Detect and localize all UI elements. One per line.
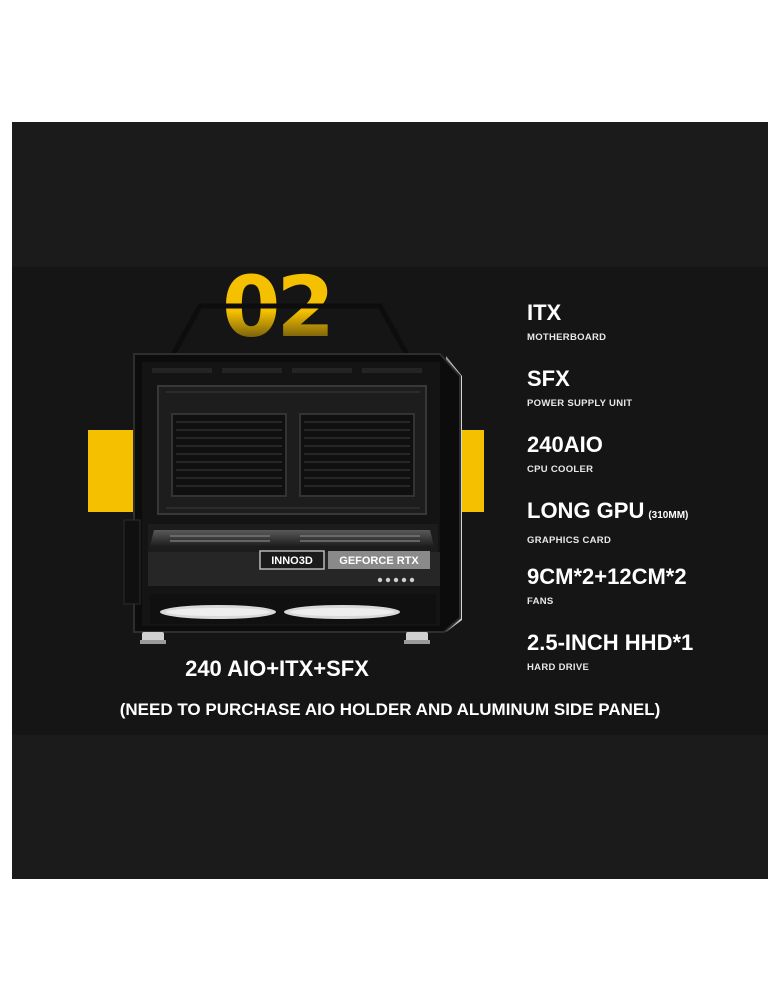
pc-case-image: INNO3D GEFORCE RTX	[123, 303, 462, 644]
spec-subtitle: POWER SUPPLY UNIT	[527, 398, 633, 409]
spec-subtitle: HARD DRIVE	[527, 662, 590, 673]
spec-note: (310MM)	[648, 510, 689, 521]
spec-title: 2.5-INCH HHD*1	[527, 630, 694, 655]
spec-title: LONG GPU	[527, 498, 645, 523]
spec-title: 9CM*2+12CM*2	[527, 564, 687, 589]
spec-title-row: LONG GPU(310MM)	[527, 498, 762, 529]
spec-subtitle: FANS	[527, 596, 554, 607]
spec-title: SFX	[527, 366, 570, 391]
spec-subtitle: CPU COOLER	[527, 464, 594, 475]
spec-subtitle: MOTHERBOARD	[527, 332, 607, 343]
spec-title: 240AIO	[527, 432, 603, 457]
product-poster: 02	[12, 122, 768, 879]
spec-item-hard-drive: 2.5-INCH HHD*1 HARD DRIVE	[527, 630, 762, 674]
spec-subtitle: GRAPHICS CARD	[527, 535, 612, 546]
spec-item-fans: 9CM*2+12CM*2 FANS	[527, 564, 762, 608]
spec-title: ITX	[527, 300, 562, 325]
spec-item-psu: SFX POWER SUPPLY UNIT	[527, 366, 762, 410]
config-caption: 240 AIO+ITX+SFX	[185, 656, 369, 681]
spec-item-motherboard: ITX MOTHERBOARD	[527, 300, 762, 344]
gpu-brand-label: INNO3D	[271, 555, 313, 567]
purchase-note: (NEED TO PURCHASE AIO HOLDER AND ALUMINU…	[119, 700, 661, 719]
spec-item-gpu: LONG GPU(310MM) GRAPHICS CARD	[527, 498, 762, 547]
spec-item-cpu-cooler: 240AIO CPU COOLER	[527, 432, 762, 476]
gpu-model-label: GEFORCE RTX	[339, 555, 419, 567]
